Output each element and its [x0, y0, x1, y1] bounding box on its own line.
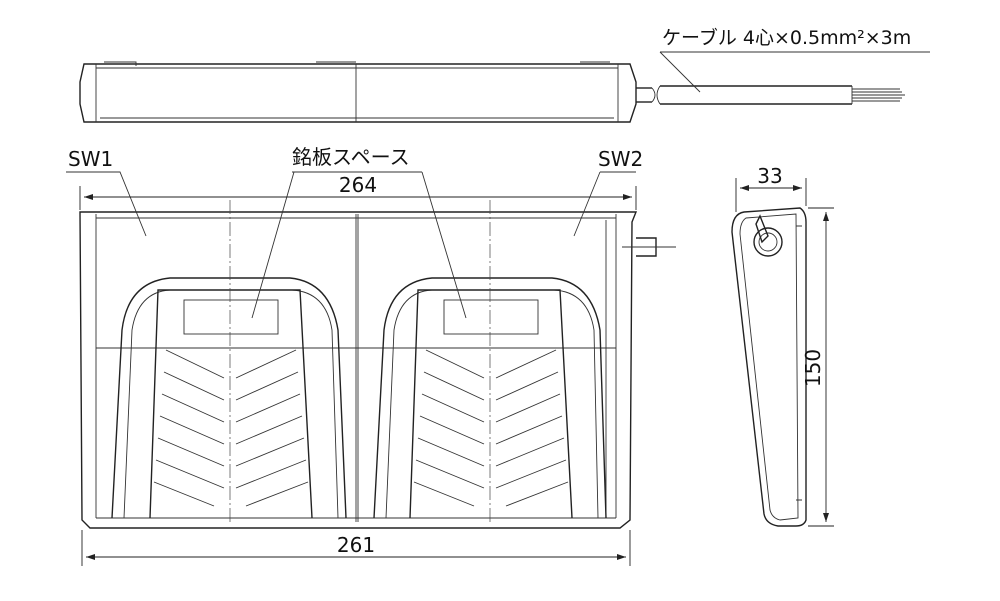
pedal-sw2 [373, 200, 607, 524]
dimension-33: 33 [757, 164, 782, 188]
dimension-264: 264 [339, 173, 377, 197]
pedal-sw1 [111, 200, 347, 524]
sw1-label: SW1 [68, 147, 113, 171]
front-view [66, 171, 676, 529]
dimension-side-depth [735, 178, 807, 212]
sw2-label: SW2 [598, 147, 643, 171]
dimension-top-width [79, 186, 637, 210]
nameplate-space-label: 銘板スペース [292, 145, 410, 169]
dimension-261: 261 [337, 533, 375, 557]
dimension-side-height [808, 207, 834, 527]
top-view [79, 51, 930, 123]
dimension-bottom-width [81, 530, 631, 566]
dimension-150: 150 [801, 349, 825, 387]
side-view [731, 207, 807, 527]
cable-spec-label: ケーブル 4心×0.5mm²×3m [662, 26, 911, 49]
